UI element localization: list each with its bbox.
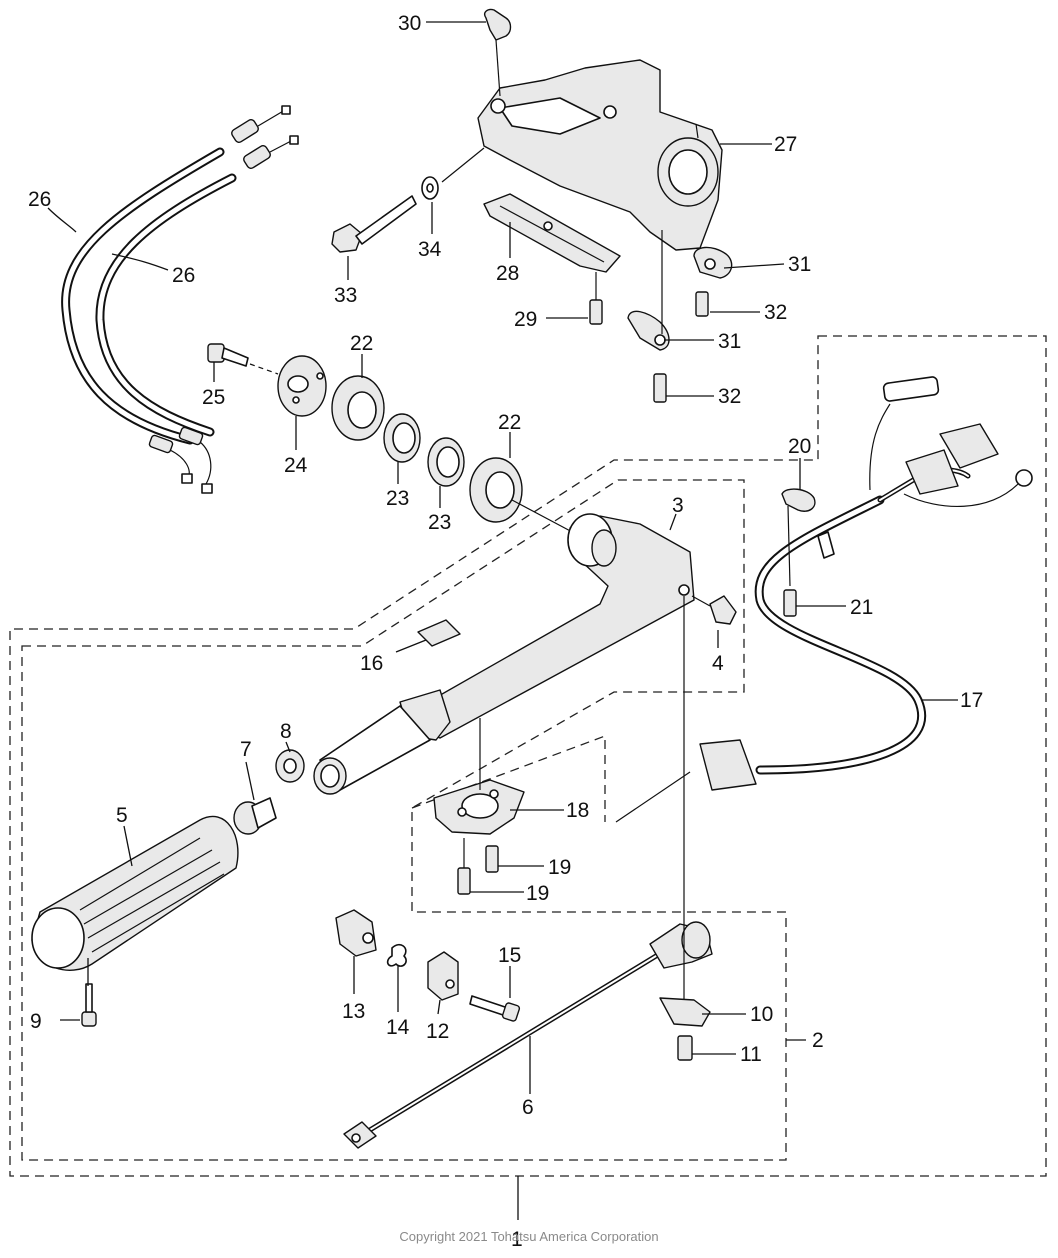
screw-32-lower (653, 373, 667, 403)
group-boundary-1 (9, 335, 1047, 1177)
callout-20: 20 (788, 435, 811, 458)
callout-34: 34 (418, 238, 442, 261)
callout-22-upper: 22 (350, 332, 373, 355)
throttle-cable-assembly (61, 105, 299, 494)
bolt-25 (207, 343, 279, 375)
switch-4 (691, 595, 737, 625)
callout-26-left: 26 (28, 188, 51, 211)
callout-15: 15 (498, 944, 521, 967)
clamp-20 (781, 488, 816, 587)
band-20 (817, 531, 835, 559)
clamp-31-upper (693, 246, 733, 279)
callout-1: 1 (511, 1228, 523, 1251)
bolt-33 (331, 195, 417, 253)
callout-10: 10 (750, 1003, 773, 1026)
callout-7: 7 (240, 738, 252, 761)
callout-17: 17 (960, 689, 983, 712)
callout-16: 16 (360, 652, 383, 675)
callout-9: 9 (30, 1010, 42, 1033)
bushing-22-lower (469, 457, 577, 535)
spring-14 (386, 943, 407, 967)
screw-21 (783, 589, 797, 617)
callout-5: 5 (116, 804, 128, 827)
callout-22-lower: 22 (498, 411, 521, 434)
washer-34 (421, 147, 485, 200)
clamp-31-lower (627, 230, 670, 351)
button-13 (335, 909, 377, 957)
callout-33: 33 (334, 284, 357, 307)
callout-25: 25 (202, 386, 225, 409)
callout-29: 29 (514, 308, 537, 331)
callout-labels: 30 27 34 33 28 29 31 32 31 32 22 25 24 2… (28, 12, 983, 1251)
callout-18: 18 (566, 799, 589, 822)
callout-23-upper: 23 (386, 487, 409, 510)
grip-5 (31, 815, 239, 971)
callout-6: 6 (522, 1096, 534, 1119)
callout-4: 4 (712, 652, 724, 675)
callout-27: 27 (774, 133, 797, 156)
washer-23-upper (383, 413, 421, 463)
screw-9 (81, 983, 97, 1027)
callout-31-lower: 31 (718, 330, 741, 353)
callout-32-upper: 32 (764, 301, 787, 324)
tiller-handle (313, 513, 695, 795)
callout-14: 14 (386, 1016, 410, 1039)
screw-19-upper (485, 845, 499, 873)
callout-31-upper: 31 (788, 253, 811, 276)
plate-28 (483, 193, 621, 273)
holder-12 (427, 951, 459, 1001)
bushing-22-upper (331, 375, 385, 441)
stop-cable-6 (343, 596, 713, 1149)
bushing-7 (233, 797, 277, 835)
screw-32-upper (695, 291, 709, 317)
label-16 (417, 619, 461, 647)
washer-23-lower (427, 437, 465, 487)
callout-19-upper: 19 (548, 856, 571, 879)
callout-3: 3 (672, 494, 684, 517)
callout-19-lower: 19 (526, 882, 549, 905)
callout-8: 8 (280, 720, 292, 743)
callout-13: 13 (342, 1000, 365, 1023)
leader-lines (47, 21, 958, 1220)
screw-19-lower (457, 838, 471, 895)
copyright-notice: Copyright 2021 Tohatsu America Corporati… (399, 1229, 659, 1244)
callout-2: 2 (812, 1029, 824, 1052)
callout-23-lower: 23 (428, 511, 451, 534)
holder-18 (433, 718, 525, 835)
clip-30 (484, 8, 512, 97)
callout-11: 11 (740, 1043, 762, 1066)
plate-24 (277, 355, 327, 417)
wiring-harness-17 (615, 376, 1033, 823)
callout-28: 28 (496, 262, 519, 285)
screw-11 (677, 1035, 693, 1061)
callout-24: 24 (284, 454, 308, 477)
callout-30: 30 (398, 12, 421, 35)
callout-12: 12 (426, 1020, 449, 1043)
callout-32-lower: 32 (718, 385, 741, 408)
steering-bracket (477, 59, 723, 251)
screw-29 (589, 272, 603, 325)
washer-8 (275, 749, 305, 783)
callout-21: 21 (850, 596, 873, 619)
screw-15 (469, 995, 521, 1022)
callout-26-right: 26 (172, 264, 195, 287)
clip-10 (659, 997, 711, 1027)
